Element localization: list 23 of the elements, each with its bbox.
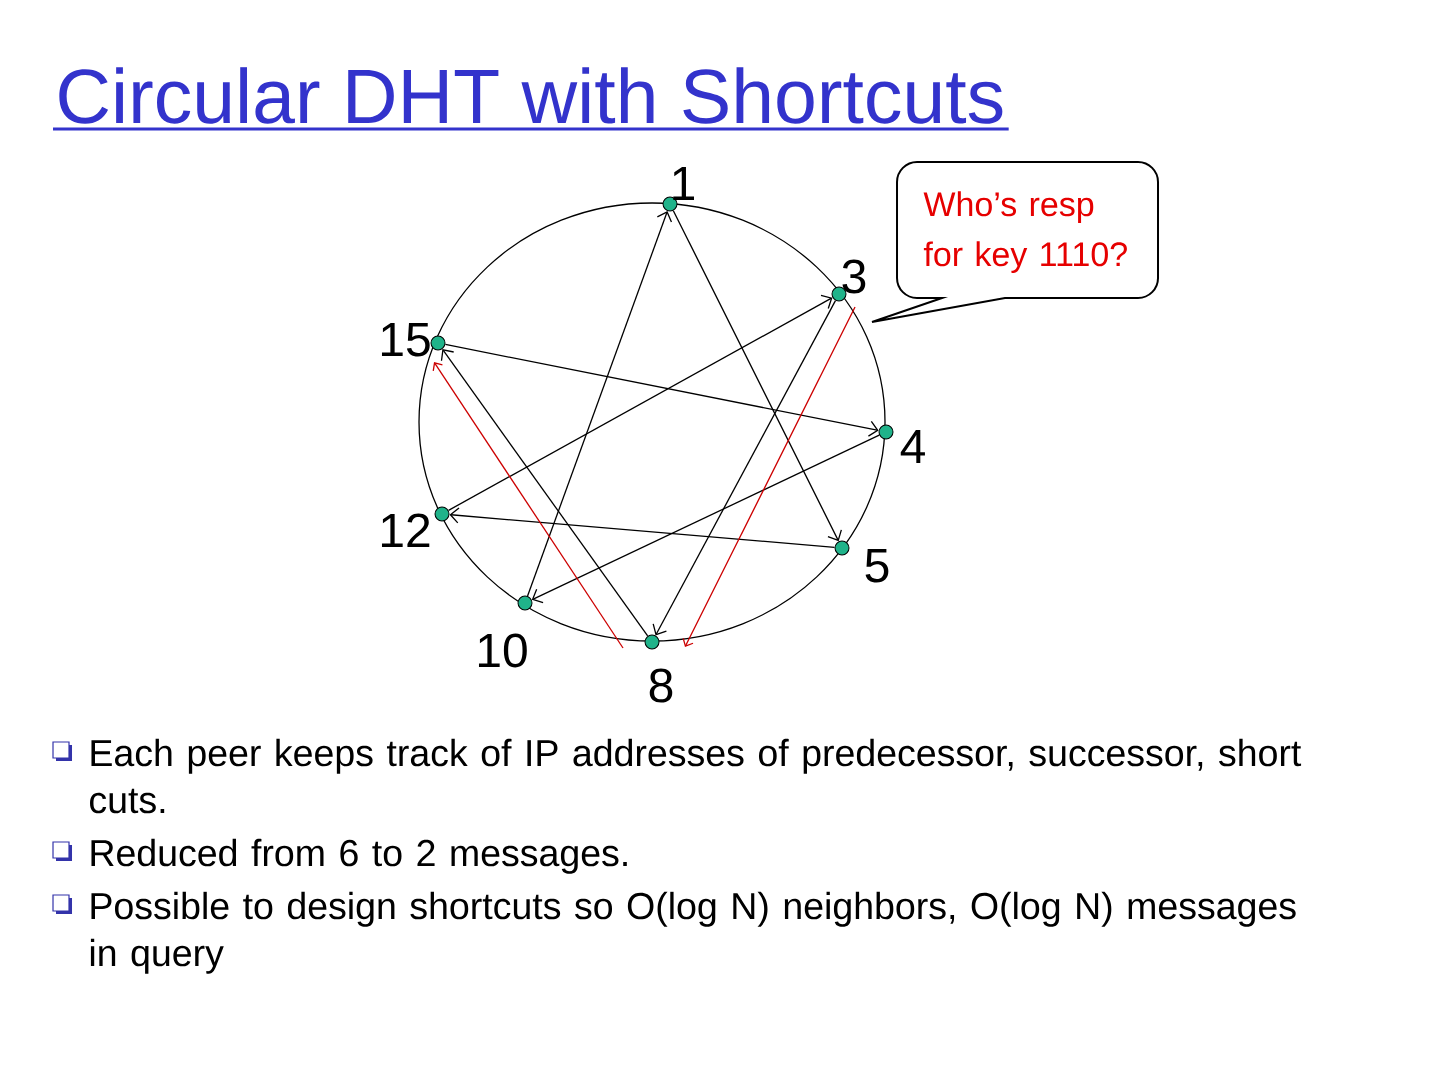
speech-bubble: Who’s resp for key 1110? xyxy=(871,161,1159,323)
node-number: 10 xyxy=(479,633,527,668)
arrow xyxy=(440,349,649,637)
node-number: 15 xyxy=(382,322,430,357)
title: Circular DHT with Shortcuts xyxy=(53,67,1009,131)
arrow xyxy=(526,211,673,597)
bullet-text: Each peer keeps track of IP addresses of predecessor, successor, short cuts. xyxy=(90,738,1302,814)
bullet-text: Reduced from 6 to 2 messages. xyxy=(91,838,627,874)
node-number: 5 xyxy=(865,548,889,583)
arrow xyxy=(447,294,833,511)
arrow xyxy=(449,507,836,548)
bullet-text: Possible to design shortcuts so O(log N) neighbors, O(log N) messages in query xyxy=(90,891,1296,974)
arrow xyxy=(432,362,624,649)
node-number: 1 xyxy=(673,166,694,200)
arrow xyxy=(672,210,842,542)
node-number: 12 xyxy=(382,513,430,547)
arrow xyxy=(682,306,856,647)
node-number: 3 xyxy=(842,259,866,294)
node-number: 8 xyxy=(649,668,673,703)
node-number: 4 xyxy=(900,429,925,463)
arrow xyxy=(531,434,880,604)
arrow xyxy=(444,343,879,437)
arrow xyxy=(652,299,837,636)
